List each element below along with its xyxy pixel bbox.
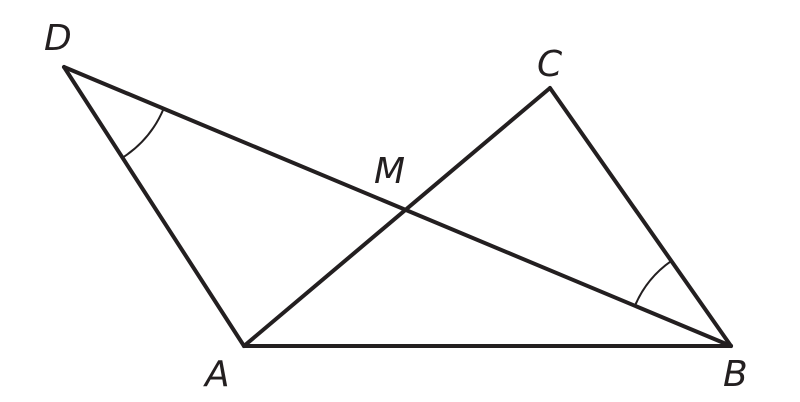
segment-AC [242,86,552,348]
point-label-A: A [203,354,230,395]
point-label-D: D [44,18,72,59]
point-label-C: C [537,44,563,85]
point-label-M: M [374,151,405,192]
segment-CB [548,86,733,348]
angle-mark-D [121,108,165,159]
point-label-B: B [723,354,748,395]
segment-DA [62,65,246,348]
segment-DB [62,65,733,348]
angle-mark-B [633,260,672,307]
